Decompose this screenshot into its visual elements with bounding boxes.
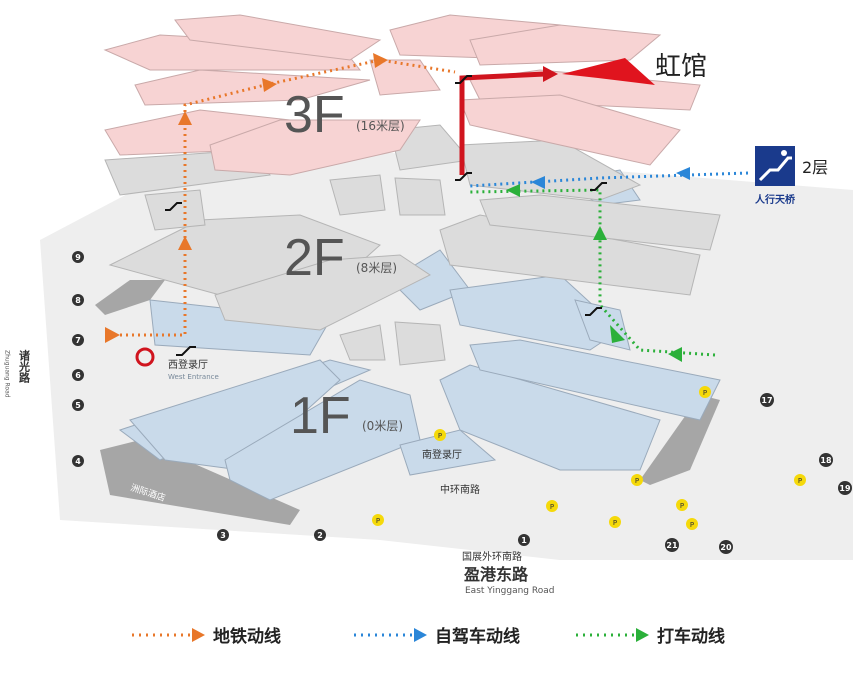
metro-icon (135, 347, 155, 367)
road-zhuguang-en: Zhuguang Road (4, 350, 11, 398)
svg-text:P: P (550, 503, 554, 511)
gate-2: 2 (314, 529, 326, 541)
gate-21: 21 (665, 538, 679, 552)
road-yinggang: 盈港东路 (463, 565, 529, 584)
route-metro-arrows (105, 53, 388, 343)
floor-2f-label: 2F (284, 229, 345, 287)
svg-text:P: P (635, 477, 639, 485)
west-entrance-en: West Entrance (168, 373, 219, 381)
svg-text:3: 3 (220, 531, 226, 540)
bridge-floor-label: 2层 (802, 158, 828, 177)
blue-dotted-arrow-icon (354, 627, 427, 642)
legend-driving: 自驾车动线 (352, 622, 520, 647)
gate-7: 7 (72, 334, 84, 346)
svg-text:P: P (690, 521, 694, 529)
route-metro (108, 58, 456, 337)
gate-1: 1 (518, 534, 530, 546)
svg-text:5: 5 (75, 401, 81, 410)
legend-taxi: 打车动线 (574, 622, 725, 647)
destination-hongguan-marker (562, 58, 655, 85)
floor-1f (118, 169, 721, 501)
floor-1f-height: (0米层) (362, 419, 403, 433)
floor-3f (103, 14, 701, 176)
south-entrance-label: 南登录厅 (422, 448, 462, 461)
gate-19: 19 (838, 481, 852, 495)
svg-text:P: P (376, 517, 380, 525)
route-red (459, 71, 546, 175)
hotel-building (100, 440, 300, 525)
gate-5: 5 (72, 399, 84, 411)
gate-8: 8 (72, 294, 84, 306)
gate-20: 20 (719, 540, 733, 554)
bridge-label: 人行天桥 (755, 193, 796, 206)
floor-1f-label: 1F (290, 387, 351, 445)
road-zhonghuan-south: 中环南路 (440, 483, 480, 496)
svg-text:P: P (438, 432, 442, 440)
floor-3f-height: (16米层) (356, 119, 405, 133)
parking-markers: P P P P P P P P P (372, 386, 806, 530)
svg-text:19: 19 (839, 484, 851, 493)
destination-label: 虹馆 (655, 52, 707, 82)
svg-text:6: 6 (75, 371, 81, 380)
road-zhuguang: 诸光路 (18, 349, 32, 384)
svg-text:7: 7 (75, 336, 81, 345)
gate-9: 9 (72, 251, 84, 263)
gate-17: 17 (760, 393, 774, 407)
gate-18: 18 (819, 453, 833, 467)
svg-text:21: 21 (666, 541, 678, 550)
road-outer-ring-south: 国展外环南路 (462, 550, 522, 563)
orange-dotted-arrow-icon (132, 627, 205, 642)
svg-text:18: 18 (820, 456, 832, 465)
svg-text:4: 4 (75, 457, 81, 466)
svg-text:1: 1 (521, 536, 527, 545)
svg-text:8: 8 (75, 296, 81, 305)
route-driving (469, 171, 749, 188)
floor-3f-label: 3F (284, 86, 345, 144)
pedestrian-bridge-sign (755, 146, 795, 186)
escalator-icon (165, 75, 607, 356)
route-driving-arrows (531, 167, 690, 189)
svg-text:P: P (680, 502, 684, 510)
green-dotted-arrow-icon (576, 627, 649, 642)
svg-text:P: P (703, 389, 707, 397)
svg-text:2: 2 (317, 531, 323, 540)
road-yinggang-en: East Yinggang Road (465, 586, 554, 596)
gate-6: 6 (72, 369, 84, 381)
svg-text:P: P (613, 519, 617, 527)
legend-metro: 地铁动线 (130, 622, 281, 647)
gate-markers: 1 2 3 4 5 6 7 8 9 17 18 19 20 21 (72, 251, 852, 554)
west-entrance-label: 西登录厅 (168, 358, 208, 371)
floor-2f-height: (8米层) (356, 261, 397, 275)
gate-4: 4 (72, 455, 84, 467)
gate-3: 3 (217, 529, 229, 541)
svg-text:20: 20 (720, 543, 732, 552)
svg-text:P: P (798, 477, 802, 485)
route-taxi-arrows (506, 184, 682, 362)
legend: 地铁动线 自驾车动线 打车动线 (0, 622, 853, 662)
svg-text:9: 9 (75, 253, 81, 262)
svg-text:17: 17 (761, 396, 772, 405)
